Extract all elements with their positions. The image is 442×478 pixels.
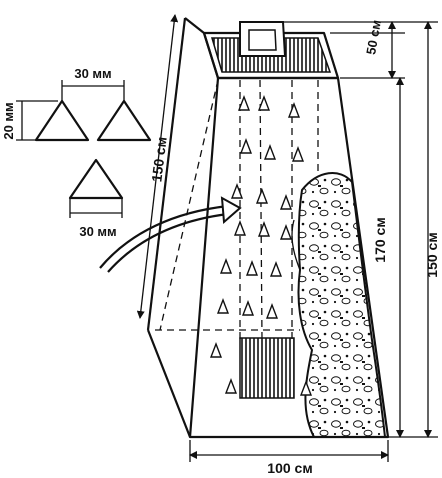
triangle-template-2 xyxy=(96,99,152,142)
smokehouse-body xyxy=(146,17,390,439)
triangle-template-1 xyxy=(34,99,90,142)
label-cap-height: 50 см xyxy=(363,19,384,56)
firebox xyxy=(239,337,295,399)
label-tri-width-bottom: 30 мм xyxy=(79,224,116,239)
label-inner-height: 170 см xyxy=(372,217,388,262)
dim-inner-height: 170 см xyxy=(372,77,404,438)
stone-cover xyxy=(297,171,387,438)
triangle-template-3 xyxy=(68,158,124,200)
slot-triangles xyxy=(209,95,313,396)
label-base-width: 100 см xyxy=(267,460,312,476)
triangle-templates xyxy=(34,99,152,200)
label-slant-height: 150 см xyxy=(148,136,169,183)
dim-slant-height: 150 см xyxy=(136,14,179,319)
dim-outer-height: 150 см xyxy=(388,21,440,438)
label-outer-height: 150 см xyxy=(424,232,440,277)
label-tri-height: 20 мм xyxy=(1,102,16,139)
dim-base-width: 100 см xyxy=(189,440,389,476)
dim-tri-width-top: 30 мм xyxy=(61,66,125,101)
label-tri-width-top: 30 мм xyxy=(74,66,111,81)
dim-tri-width-bottom: 30 мм xyxy=(69,198,123,239)
dim-tri-height: 20 мм xyxy=(1,100,58,141)
pointer-arrow xyxy=(99,196,242,273)
dim-cap-height: 50 см xyxy=(284,19,405,79)
